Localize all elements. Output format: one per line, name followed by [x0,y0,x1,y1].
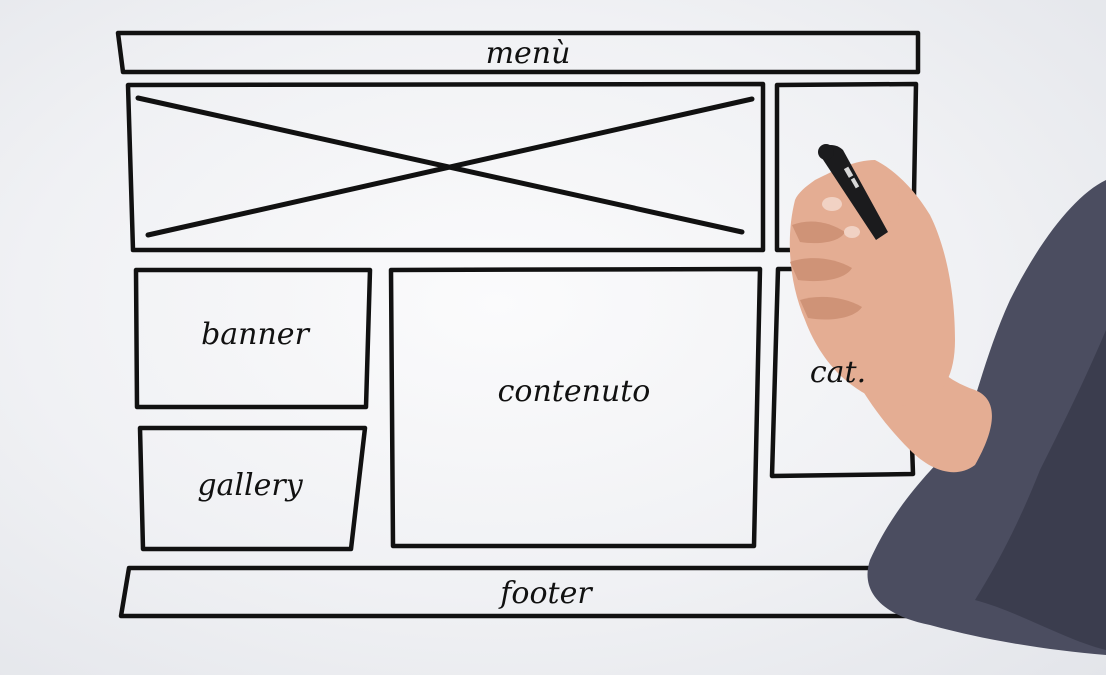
hero-image-placeholder [125,81,766,253]
content-label: contenuto [498,374,651,409]
marker-pen-icon [818,144,888,240]
crossed-box-icon [135,95,755,238]
fingernail-index [822,197,842,211]
gallery-box: gallery [137,425,368,552]
banner-label: banner [201,317,310,352]
banner-box: banner [133,267,373,410]
menu-label: menù [486,36,571,71]
gallery-label: gallery [197,468,303,503]
footer-bar: footer [118,565,923,619]
menu-bar: menù [115,30,921,75]
fingernail-middle [844,226,860,238]
category-label: cat. [810,355,866,390]
footer-label: footer [498,576,593,611]
hand-with-marker [789,144,1106,655]
content-box: contenuto [388,266,763,549]
